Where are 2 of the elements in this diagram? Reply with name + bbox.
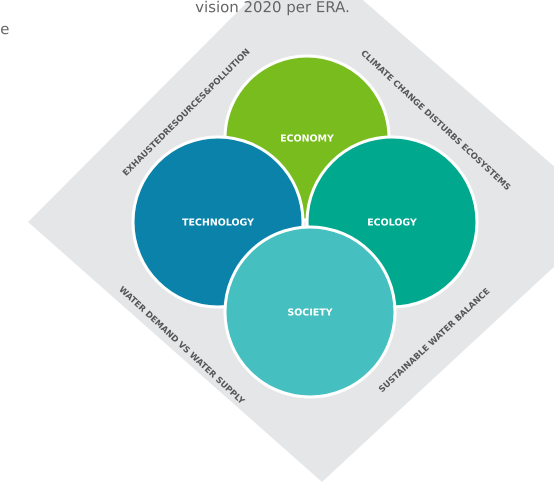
text-fragment: e xyxy=(1,26,9,34)
text-fragment: vision 2020 per ERA. xyxy=(196,0,348,16)
